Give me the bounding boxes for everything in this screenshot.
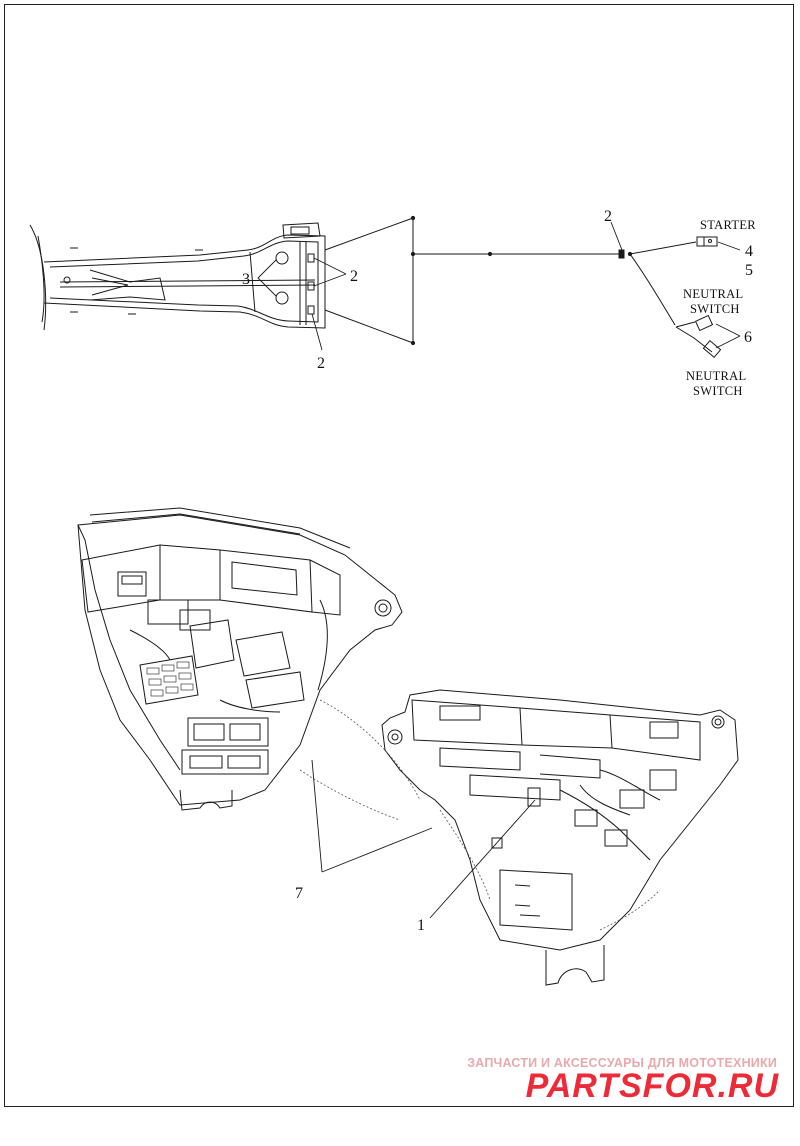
detail-lines	[324, 215, 722, 359]
callout-2-right: 2	[350, 268, 358, 285]
drawing-frame	[4, 4, 794, 1107]
right-housing	[381, 689, 739, 986]
left-housing	[77, 507, 403, 811]
callout-3: 3	[242, 271, 250, 288]
callout-4: 4	[745, 243, 753, 260]
watermark: ЗАПЧАСТИ И АКСЕССУАРЫ ДЛЯ МОТОТЕХНИКИ PA…	[467, 1056, 780, 1105]
frame-drawing	[29, 222, 326, 331]
component-labels: STARTER NEUTRAL SWITCH NEUTRAL SWITCH	[683, 218, 756, 398]
watermark-logo: PARTSFOR.RU	[526, 1067, 780, 1105]
label-starter: STARTER	[700, 218, 756, 232]
callout-7: 7	[295, 885, 303, 902]
hidden-lines	[299, 699, 661, 931]
leader-lines-bottom	[311, 759, 536, 919]
callout-1: 1	[417, 917, 425, 934]
label-neutral-switch-bottom-line1: NEUTRAL	[686, 369, 746, 383]
label-neutral-switch-top-line1: NEUTRAL	[683, 287, 743, 301]
callout-2-top: 2	[604, 208, 612, 225]
callout-5: 5	[745, 262, 753, 279]
label-neutral-switch-top-line2: SWITCH	[690, 302, 740, 316]
callout-2-bottom: 2	[317, 355, 325, 372]
callout-6: 6	[744, 329, 752, 346]
label-neutral-switch-bottom-line2: SWITCH	[693, 384, 743, 398]
watermark-tagline: ЗАПЧАСТИ И АКСЕССУАРЫ ДЛЯ МОТОТЕХНИКИ	[467, 1056, 777, 1070]
callouts: 2 3 2 2 4 5 6 7 1	[242, 208, 753, 934]
leader-lines-top	[257, 221, 741, 351]
